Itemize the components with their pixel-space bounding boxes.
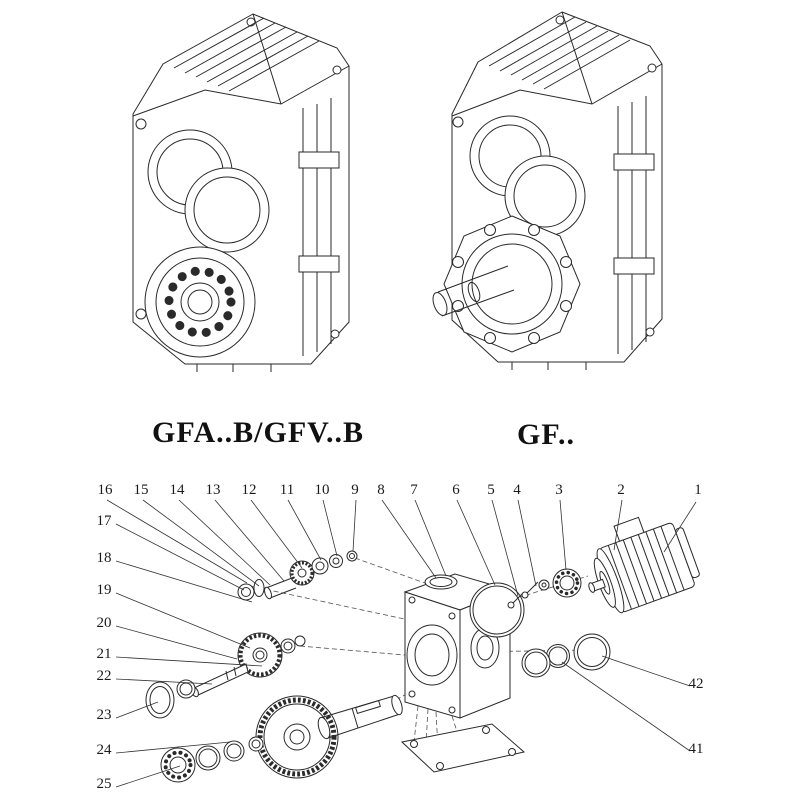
callout-leader-lines [106, 499, 697, 788]
bearing-bores [147, 129, 270, 253]
electric-motor [588, 516, 700, 614]
part-number-41: 41 [688, 741, 704, 757]
bearing-bores [469, 115, 586, 237]
gearbox-gfab-drawing [132, 13, 350, 372]
model-label-gf: GF.. [517, 418, 575, 451]
corner-screws [452, 63, 657, 370]
right-seal-rings [521, 633, 611, 678]
housing-silhouette [451, 11, 663, 363]
part-number-15: 15 [133, 482, 149, 498]
part-number-20: 20 [96, 615, 112, 631]
part-number-24: 24 [96, 742, 112, 758]
output-bearing [144, 246, 256, 358]
output-shaft [432, 265, 515, 317]
side-ribs [613, 96, 655, 354]
part-number-4: 4 [513, 482, 521, 498]
mounting-base-plate [400, 723, 526, 773]
part-number-17: 17 [96, 513, 112, 529]
part-number-18: 18 [96, 550, 112, 566]
part-number-22: 22 [96, 668, 112, 684]
output-gear-assembly [255, 694, 403, 779]
part-number-8: 8 [377, 482, 385, 498]
gearbox-gf-drawing [432, 11, 663, 370]
flange-seal-and-fasteners [469, 568, 582, 638]
part-number-13: 13 [205, 482, 221, 498]
intermediate-gear-cluster [191, 632, 306, 698]
input-shaft-small-parts [237, 550, 358, 601]
part-number-11: 11 [279, 482, 295, 498]
part-number-3: 3 [555, 482, 563, 498]
part-number-42: 42 [688, 676, 704, 692]
part-number-23: 23 [96, 707, 112, 723]
part-number-25: 25 [96, 776, 112, 792]
oil-seal-and-ring [145, 679, 196, 719]
side-ribs [298, 98, 340, 356]
part-number-12: 12 [241, 482, 257, 498]
part-number-9: 9 [351, 482, 359, 498]
cooling-fins [488, 16, 631, 90]
part-number-14: 14 [169, 482, 185, 498]
model-label-gfab: GFA..B/GFV..B [152, 416, 364, 449]
part-number-7: 7 [410, 482, 418, 498]
part-number-16: 16 [97, 482, 113, 498]
part-number-6: 6 [452, 482, 460, 498]
part-number-1: 1 [694, 482, 702, 498]
part-number-5: 5 [487, 482, 495, 498]
lower-bearing-and-rings [160, 736, 264, 783]
cooling-fins [173, 17, 320, 92]
part-number-10: 10 [314, 482, 330, 498]
corner-screws [135, 65, 342, 372]
output-flange [443, 215, 581, 353]
part-number-19: 19 [96, 582, 112, 598]
part-number-2: 2 [617, 482, 625, 498]
part-number-21: 21 [96, 646, 112, 662]
